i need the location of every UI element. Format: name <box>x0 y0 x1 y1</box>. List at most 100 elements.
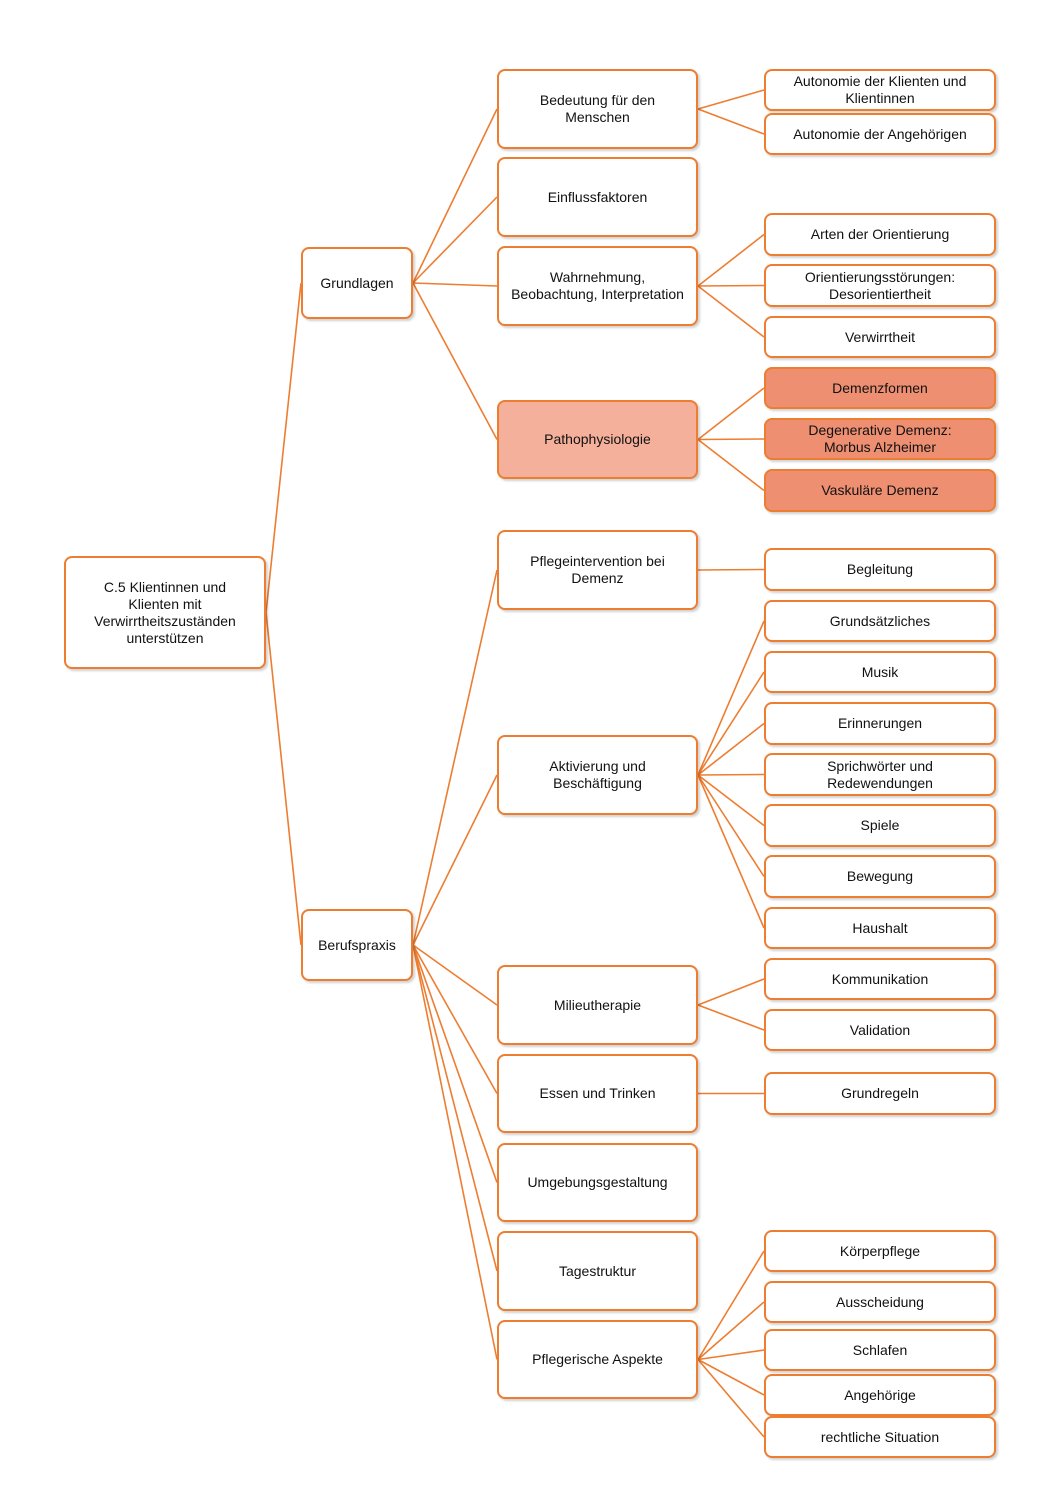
connector-pflegerische-aspekte-to-angehörige <box>697 1358 765 1396</box>
connector-pflegerische-aspekte-to-rechtliche-situation <box>697 1358 765 1438</box>
item-erinnerungen-label: Erinnerungen <box>837 715 923 731</box>
topic-aktivierung-und-beschäftigung-label: Aktivierung und Beschäftigung <box>549 758 646 791</box>
connector-berufspraxis-to-pflegeintervention-bei-demenz <box>412 569 498 946</box>
item-demenzformen[interactable]: Demenzformen <box>764 367 996 409</box>
item-validation[interactable]: Validation <box>764 1009 996 1051</box>
item-haushalt[interactable]: Haushalt <box>764 907 996 949</box>
item-autonomie-der-klienten-und-klientinnen-label: Autonomie der Klienten und Klientinnen <box>793 73 967 106</box>
item-kommunikation[interactable]: Kommunikation <box>764 958 996 1000</box>
connector-berufspraxis-to-pflegerische-aspekte <box>412 944 498 1360</box>
item-autonomie-der-angehörigen-label: Autonomie der Angehörigen <box>793 125 967 142</box>
item-bewegung-label: Bewegung <box>846 868 914 884</box>
topic-aktivierung-und-beschäftigung[interactable]: Aktivierung und Beschäftigung <box>497 735 698 815</box>
topic-bedeutung-für-den-menschen[interactable]: Bedeutung für den Menschen <box>497 69 698 149</box>
topic-pflegeintervention-bei-demenz[interactable]: Pflegeintervention bei Demenz <box>497 530 698 610</box>
connector-aktivierung-und-beschäftigung-to-bewegung <box>697 774 765 877</box>
connector-wahrnehmung-beobachtung-interpretation-to-orientierungsstörungen-desorientiertheit <box>697 284 765 287</box>
connector-pathophysiologie-to-vaskuläre-demenz <box>697 438 765 492</box>
item-sprichwörter-und-redewendungen[interactable]: Sprichwörter und Redewendungen <box>764 753 996 796</box>
root-node[interactable]: C.5 Klientinnen und Klienten mit Verwirr… <box>64 556 266 669</box>
topic-einflussfaktoren[interactable]: Einflussfaktoren <box>497 157 698 237</box>
item-verwirrtheit[interactable]: Verwirrtheit <box>764 316 996 358</box>
item-orientierungsstörungen-desorientiertheit-label: Orientierungsstörungen: Desorientierthei… <box>804 268 956 302</box>
item-grundsätzliches-label: Grundsätzliches <box>829 612 931 629</box>
branch-grundlagen-label: Grundlagen <box>320 274 394 291</box>
item-kommunikation-label: Kommunikation <box>831 970 929 987</box>
topic-bedeutung-für-den-menschen-label: Bedeutung für den Menschen <box>539 92 656 125</box>
item-verwirrtheit-label: Verwirrtheit <box>844 328 916 345</box>
item-demenzformen-label: Demenzformen <box>832 379 928 396</box>
item-ausscheidung[interactable]: Ausscheidung <box>764 1281 996 1323</box>
connector-pflegerische-aspekte-to-schlafen <box>697 1349 765 1361</box>
topic-tagestruktur[interactable]: Tagestruktur <box>497 1231 698 1311</box>
item-musik[interactable]: Musik <box>764 651 996 693</box>
connector-root-to-grundlagen <box>265 282 302 613</box>
connector-pflegeintervention-bei-demenz-to-begleitung <box>697 568 765 571</box>
branch-berufspraxis[interactable]: Berufspraxis <box>301 909 413 981</box>
topic-wahrnehmung-beobachtung-interpretation-label: Wahrnehmung, Beobachtung, Interpretation <box>511 269 684 302</box>
connector-wahrnehmung-beobachtung-interpretation-to-arten-der-orientierung <box>697 233 765 287</box>
topic-tagestruktur-label: Tagestruktur <box>558 1262 637 1279</box>
connector-milieutherapie-to-validation <box>697 1004 765 1031</box>
topic-essen-und-trinken-label: Essen und Trinken <box>539 1085 656 1101</box>
item-degenerative-demenz-morbus-alzheimer[interactable]: Degenerative Demenz: Morbus Alzheimer <box>764 418 996 460</box>
topic-pflegeintervention-bei-demenz-label: Pflegeintervention bei Demenz <box>530 553 665 586</box>
topic-pathophysiologie-label: Pathophysiologie <box>544 431 651 447</box>
item-angehörige-label: Angehörige <box>844 1386 916 1403</box>
item-autonomie-der-angehörigen[interactable]: Autonomie der Angehörigen <box>764 113 996 155</box>
item-musik-label: Musik <box>861 663 899 680</box>
connector-berufspraxis-to-aktivierung-und-beschäftigung <box>412 774 498 946</box>
item-schlafen[interactable]: Schlafen <box>764 1329 996 1371</box>
connector-grundlagen-to-bedeutung-für-den-menschen <box>412 108 498 284</box>
item-orientierungsstörungen-desorientiertheit[interactable]: Orientierungsstörungen: Desorientierthei… <box>764 264 996 307</box>
item-sprichwörter-und-redewendungen-label: Sprichwörter und Redewendungen <box>827 757 933 791</box>
branch-grundlagen[interactable]: Grundlagen <box>301 247 413 319</box>
connector-aktivierung-und-beschäftigung-to-spiele <box>697 774 765 827</box>
connector-aktivierung-und-beschäftigung-to-erinnerungen <box>697 722 765 776</box>
topic-pathophysiologie[interactable]: Pathophysiologie <box>497 400 698 479</box>
connector-milieutherapie-to-kommunikation <box>697 978 765 1006</box>
connector-bedeutung-für-den-menschen-to-autonomie-der-angehörigen <box>697 108 765 135</box>
item-angehörige[interactable]: Angehörige <box>764 1374 996 1416</box>
topic-pflegerische-aspekte[interactable]: Pflegerische Aspekte <box>497 1320 698 1399</box>
item-grundregeln[interactable]: Grundregeln <box>764 1072 996 1115</box>
item-haushalt-label: Haushalt <box>852 919 908 936</box>
connector-berufspraxis-to-tagestruktur <box>412 944 498 1272</box>
item-grundsätzliches[interactable]: Grundsätzliches <box>764 600 996 642</box>
topic-einflussfaktoren-label: Einflussfaktoren <box>547 188 648 205</box>
item-körperpflege[interactable]: Körperpflege <box>764 1230 996 1272</box>
topic-umgebungsgestaltung[interactable]: Umgebungsgestaltung <box>497 1143 698 1222</box>
item-arten-der-orientierung[interactable]: Arten der Orientierung <box>764 213 996 256</box>
connector-pathophysiologie-to-demenzformen <box>697 387 765 441</box>
connector-root-to-berufspraxis <box>265 612 302 946</box>
item-autonomie-der-klienten-und-klientinnen[interactable]: Autonomie der Klienten und Klientinnen <box>764 69 996 111</box>
item-rechtliche-situation[interactable]: rechtliche Situation <box>764 1416 996 1458</box>
topic-essen-und-trinken[interactable]: Essen und Trinken <box>497 1054 698 1133</box>
connector-berufspraxis-to-milieutherapie <box>412 944 498 1006</box>
connector-pflegerische-aspekte-to-ausscheidung <box>697 1301 765 1361</box>
item-begleitung[interactable]: Begleitung <box>764 548 996 591</box>
connector-pathophysiologie-to-degenerative-demenz-morbus-alzheimer <box>697 438 765 441</box>
item-körperpflege-label: Körperpflege <box>839 1242 921 1259</box>
item-bewegung[interactable]: Bewegung <box>764 855 996 898</box>
branch-berufspraxis-label: Berufspraxis <box>318 936 396 953</box>
item-grundregeln-label: Grundregeln <box>841 1085 919 1101</box>
item-begleitung-label: Begleitung <box>846 561 914 577</box>
root-node-label: C.5 Klientinnen und Klienten mit Verwirr… <box>94 578 236 646</box>
topic-milieutherapie[interactable]: Milieutherapie <box>497 965 698 1045</box>
item-erinnerungen[interactable]: Erinnerungen <box>764 702 996 745</box>
connector-pflegerische-aspekte-to-körperpflege <box>697 1250 765 1360</box>
connector-grundlagen-to-pathophysiologie <box>412 282 498 440</box>
item-vaskuläre-demenz[interactable]: Vaskuläre Demenz <box>764 469 996 512</box>
connector-grundlagen-to-einflussfaktoren <box>412 196 498 284</box>
topic-wahrnehmung-beobachtung-interpretation[interactable]: Wahrnehmung, Beobachtung, Interpretation <box>497 246 698 326</box>
item-degenerative-demenz-morbus-alzheimer-label: Degenerative Demenz: Morbus Alzheimer <box>808 422 952 455</box>
connector-aktivierung-und-beschäftigung-to-grundsätzliches <box>697 620 765 776</box>
connector-bedeutung-für-den-menschen-to-autonomie-der-klienten-und-klientinnen <box>697 89 765 110</box>
connector-berufspraxis-to-essen-und-trinken <box>412 944 498 1094</box>
connector-grundlagen-to-wahrnehmung-beobachtung-interpretation <box>412 282 498 287</box>
topic-pflegerische-aspekte-label: Pflegerische Aspekte <box>532 1351 663 1367</box>
connector-aktivierung-und-beschäftigung-to-musik <box>697 671 765 776</box>
item-spiele[interactable]: Spiele <box>764 804 996 847</box>
